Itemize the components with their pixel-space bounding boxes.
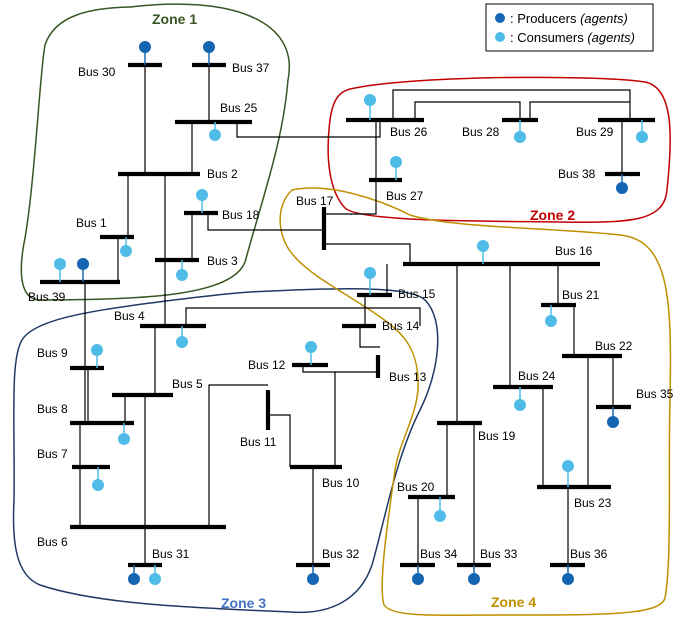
bus-label-30: Bus 30 bbox=[78, 65, 116, 79]
legend-consumers-label: : Consumers (agents) bbox=[510, 30, 635, 45]
zone-1-title: Zone 1 bbox=[152, 11, 197, 27]
bus-label-5: Bus 5 bbox=[172, 377, 203, 391]
consumer-dot-bus-21 bbox=[545, 305, 557, 327]
bus-label-32: Bus 32 bbox=[322, 547, 360, 561]
consumer-dot-bus-16 bbox=[477, 240, 489, 264]
zone-3-boundary bbox=[12, 287, 439, 614]
bus-label-36: Bus 36 bbox=[570, 547, 608, 561]
bus-label-34: Bus 34 bbox=[420, 547, 458, 561]
legend-box bbox=[485, 3, 654, 52]
zone-3-title: Zone 3 bbox=[221, 595, 266, 611]
producer-dot-bus-39 bbox=[77, 258, 89, 282]
bus-label-17: Bus 17 bbox=[296, 194, 334, 208]
bus-label-12: Bus 12 bbox=[248, 358, 286, 372]
transmission-lines bbox=[79, 65, 631, 565]
consumer-dot-bus-9 bbox=[91, 344, 103, 368]
consumer-dot-bus-12 bbox=[305, 341, 317, 365]
bus-label-38: Bus 38 bbox=[558, 167, 596, 181]
bus-label-26: Bus 26 bbox=[390, 125, 428, 139]
bus-label-37: Bus 37 bbox=[232, 61, 270, 75]
bus-label-3: Bus 3 bbox=[207, 254, 238, 268]
consumer-dot-bus-31 bbox=[149, 565, 161, 585]
bus-label-33: Bus 33 bbox=[480, 547, 518, 561]
bus-label-24: Bus 24 bbox=[518, 369, 556, 383]
consumer-dot-bus-1 bbox=[120, 237, 132, 257]
consumer-dot-bus-39 bbox=[54, 258, 66, 282]
producer-dot-bus-38 bbox=[616, 174, 628, 194]
producer-dot-bus-36 bbox=[562, 565, 574, 585]
bus-label-22: Bus 22 bbox=[595, 339, 633, 353]
bus-label-39: Bus 39 bbox=[28, 290, 66, 304]
bus-label-29: Bus 29 bbox=[576, 125, 614, 139]
consumer-dot-bus-27 bbox=[390, 156, 402, 180]
bus-label-19: Bus 19 bbox=[478, 429, 516, 443]
consumer-dot-bus-3 bbox=[176, 260, 188, 281]
bus-label-11: Bus 11 bbox=[240, 435, 277, 449]
bus-label-21: Bus 21 bbox=[562, 288, 600, 302]
bus-label-31: Bus 31 bbox=[152, 547, 190, 561]
bus-label-10: Bus 10 bbox=[322, 476, 360, 490]
producer-legend-icon bbox=[495, 13, 505, 23]
bus-label-6: Bus 6 bbox=[37, 535, 68, 549]
consumer-dot-bus-18 bbox=[196, 189, 208, 213]
zone-4-boundary bbox=[279, 187, 672, 617]
consumer-dot-bus-15 bbox=[364, 267, 376, 295]
consumer-dot-bus-28 bbox=[514, 120, 526, 143]
producer-agents bbox=[77, 41, 628, 585]
consumer-legend-icon bbox=[495, 32, 505, 42]
legend-producers-label: : Producers (agents) bbox=[510, 11, 628, 26]
bus-label-25: Bus 25 bbox=[220, 101, 258, 115]
consumer-dot-bus-24 bbox=[514, 387, 526, 411]
consumer-dot-bus-29 bbox=[636, 120, 648, 143]
consumer-dot-bus-7 bbox=[92, 467, 104, 491]
producer-dot-bus-37 bbox=[203, 41, 215, 65]
bus-label-2: Bus 2 bbox=[207, 167, 238, 181]
zone-4-title: Zone 4 bbox=[491, 594, 536, 610]
bus-label-15: Bus 15 bbox=[398, 287, 436, 301]
bus-label-35: Bus 35 bbox=[636, 387, 674, 401]
bus-label-16: Bus 16 bbox=[555, 244, 593, 258]
zone-2-boundary bbox=[327, 76, 671, 223]
bus-label-27: Bus 27 bbox=[386, 189, 424, 203]
producer-dot-bus-33 bbox=[468, 565, 480, 585]
bus-label-14: Bus 14 bbox=[382, 319, 420, 333]
consumer-dot-bus-4 bbox=[176, 326, 188, 348]
bus-label-20: Bus 20 bbox=[397, 480, 435, 494]
zone-2-title: Zone 2 bbox=[530, 207, 575, 223]
bus-label-23: Bus 23 bbox=[574, 496, 612, 510]
bus-label-18: Bus 18 bbox=[222, 208, 260, 222]
producer-dot-bus-32 bbox=[307, 565, 319, 585]
consumer-agents bbox=[54, 94, 648, 585]
producer-dot-bus-31 bbox=[128, 565, 140, 585]
producer-dot-bus-34 bbox=[412, 565, 424, 585]
producer-dot-bus-35 bbox=[607, 407, 619, 428]
bus-label-7: Bus 7 bbox=[37, 447, 68, 461]
bus-label-13: Bus 13 bbox=[389, 370, 427, 384]
bus-label-9: Bus 9 bbox=[37, 346, 68, 360]
producer-dot-bus-30 bbox=[139, 41, 151, 65]
bus-labels: Bus 30 Bus 37 Bus 25 Bus 2 Bus 18 Bus 1 … bbox=[28, 61, 674, 561]
consumer-dot-bus-25 bbox=[209, 122, 221, 141]
consumer-dot-bus-8 bbox=[118, 423, 130, 445]
zone-1-boundary bbox=[20, 3, 291, 301]
legend: : Producers (agents) : Consumers (agents… bbox=[485, 3, 654, 52]
bus-label-8: Bus 8 bbox=[37, 402, 68, 416]
bus-label-28: Bus 28 bbox=[462, 125, 500, 139]
consumer-dot-bus-20 bbox=[434, 497, 446, 522]
bus-label-1: Bus 1 bbox=[76, 216, 107, 230]
consumer-dot-bus-26 bbox=[364, 94, 376, 120]
consumer-dot-bus-23 bbox=[562, 460, 574, 487]
bus-label-4: Bus 4 bbox=[114, 309, 145, 323]
